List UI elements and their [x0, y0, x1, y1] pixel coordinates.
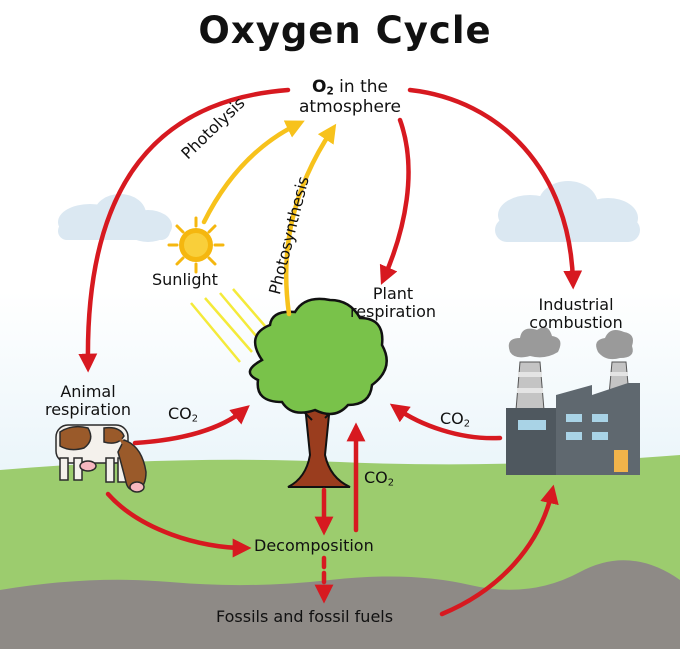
- label-co2-decomposition: CO2: [364, 468, 395, 489]
- label-animal-respiration-line1: Animal: [60, 382, 116, 401]
- co2-animal-base: CO: [168, 404, 192, 423]
- cow-icon: [55, 424, 147, 493]
- arrow-o2-to-plant-respiration: [379, 117, 411, 285]
- label-co2-factory: CO2: [440, 409, 471, 430]
- arrow-animal-to-tree: [132, 405, 250, 446]
- co2-decomposition-base: CO: [364, 468, 388, 487]
- co2-animal-sub: 2: [191, 413, 199, 425]
- label-animal-respiration-line2: respiration: [44, 400, 132, 420]
- o2-formula: O: [312, 77, 327, 97]
- label-plant-respiration-line2: respiration: [349, 302, 437, 322]
- smoke: [596, 330, 633, 360]
- co2-factory-base: CO: [440, 409, 464, 428]
- label-plant-respiration: Plant respiration: [338, 284, 448, 322]
- label-industrial-combustion: Industrial combustion: [516, 295, 636, 333]
- arrow-photolysis: [201, 120, 305, 225]
- label-decomposition: Decomposition: [254, 536, 374, 555]
- label-industrial-combustion-line1: Industrial: [538, 295, 614, 314]
- label-plant-respiration-line1: Plant: [372, 284, 414, 303]
- smoke: [508, 327, 561, 358]
- sun-icon: [167, 216, 225, 274]
- co2-factory-sub: 2: [463, 418, 471, 430]
- arrow-photosynthesis: [283, 123, 337, 317]
- label-o2-atmosphere: O2 in the atmosphere: [280, 77, 420, 117]
- label-fossils: Fossils and fossil fuels: [216, 607, 394, 626]
- arrow-factory-to-tree: [389, 403, 503, 441]
- arrow-o2-to-industrial-combustion: [407, 87, 583, 290]
- label-co2-animal: CO2: [168, 404, 199, 425]
- factory-icon: [506, 327, 640, 475]
- label-o2-line1: O2 in the: [280, 77, 420, 98]
- label-industrial-combustion-line2: combustion: [529, 313, 623, 333]
- ground-layer: [0, 560, 680, 649]
- label-sunlight: Sunlight: [152, 270, 218, 289]
- o2-subscript: 2: [326, 85, 334, 98]
- arrow-o2-to-animal-respiration: [78, 87, 291, 373]
- arrow-fossils-to-factory: [439, 484, 559, 617]
- label-o2-line2: atmosphere: [299, 96, 401, 117]
- co2-decomposition-sub: 2: [387, 477, 395, 489]
- o2-line1-rest: in the: [333, 77, 388, 97]
- page-title: Oxygen Cycle: [198, 9, 492, 52]
- arrow-cow-to-decomposition: [105, 491, 252, 558]
- label-animal-respiration: Animal respiration: [28, 382, 148, 420]
- tree-icon: [248, 297, 388, 488]
- sunlight-rays: [190, 288, 266, 363]
